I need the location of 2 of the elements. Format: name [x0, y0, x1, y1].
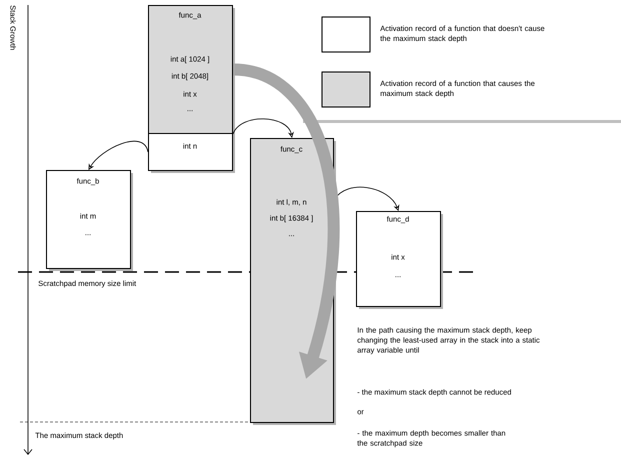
arrow — [88, 140, 148, 170]
arrow — [232, 118, 294, 138]
